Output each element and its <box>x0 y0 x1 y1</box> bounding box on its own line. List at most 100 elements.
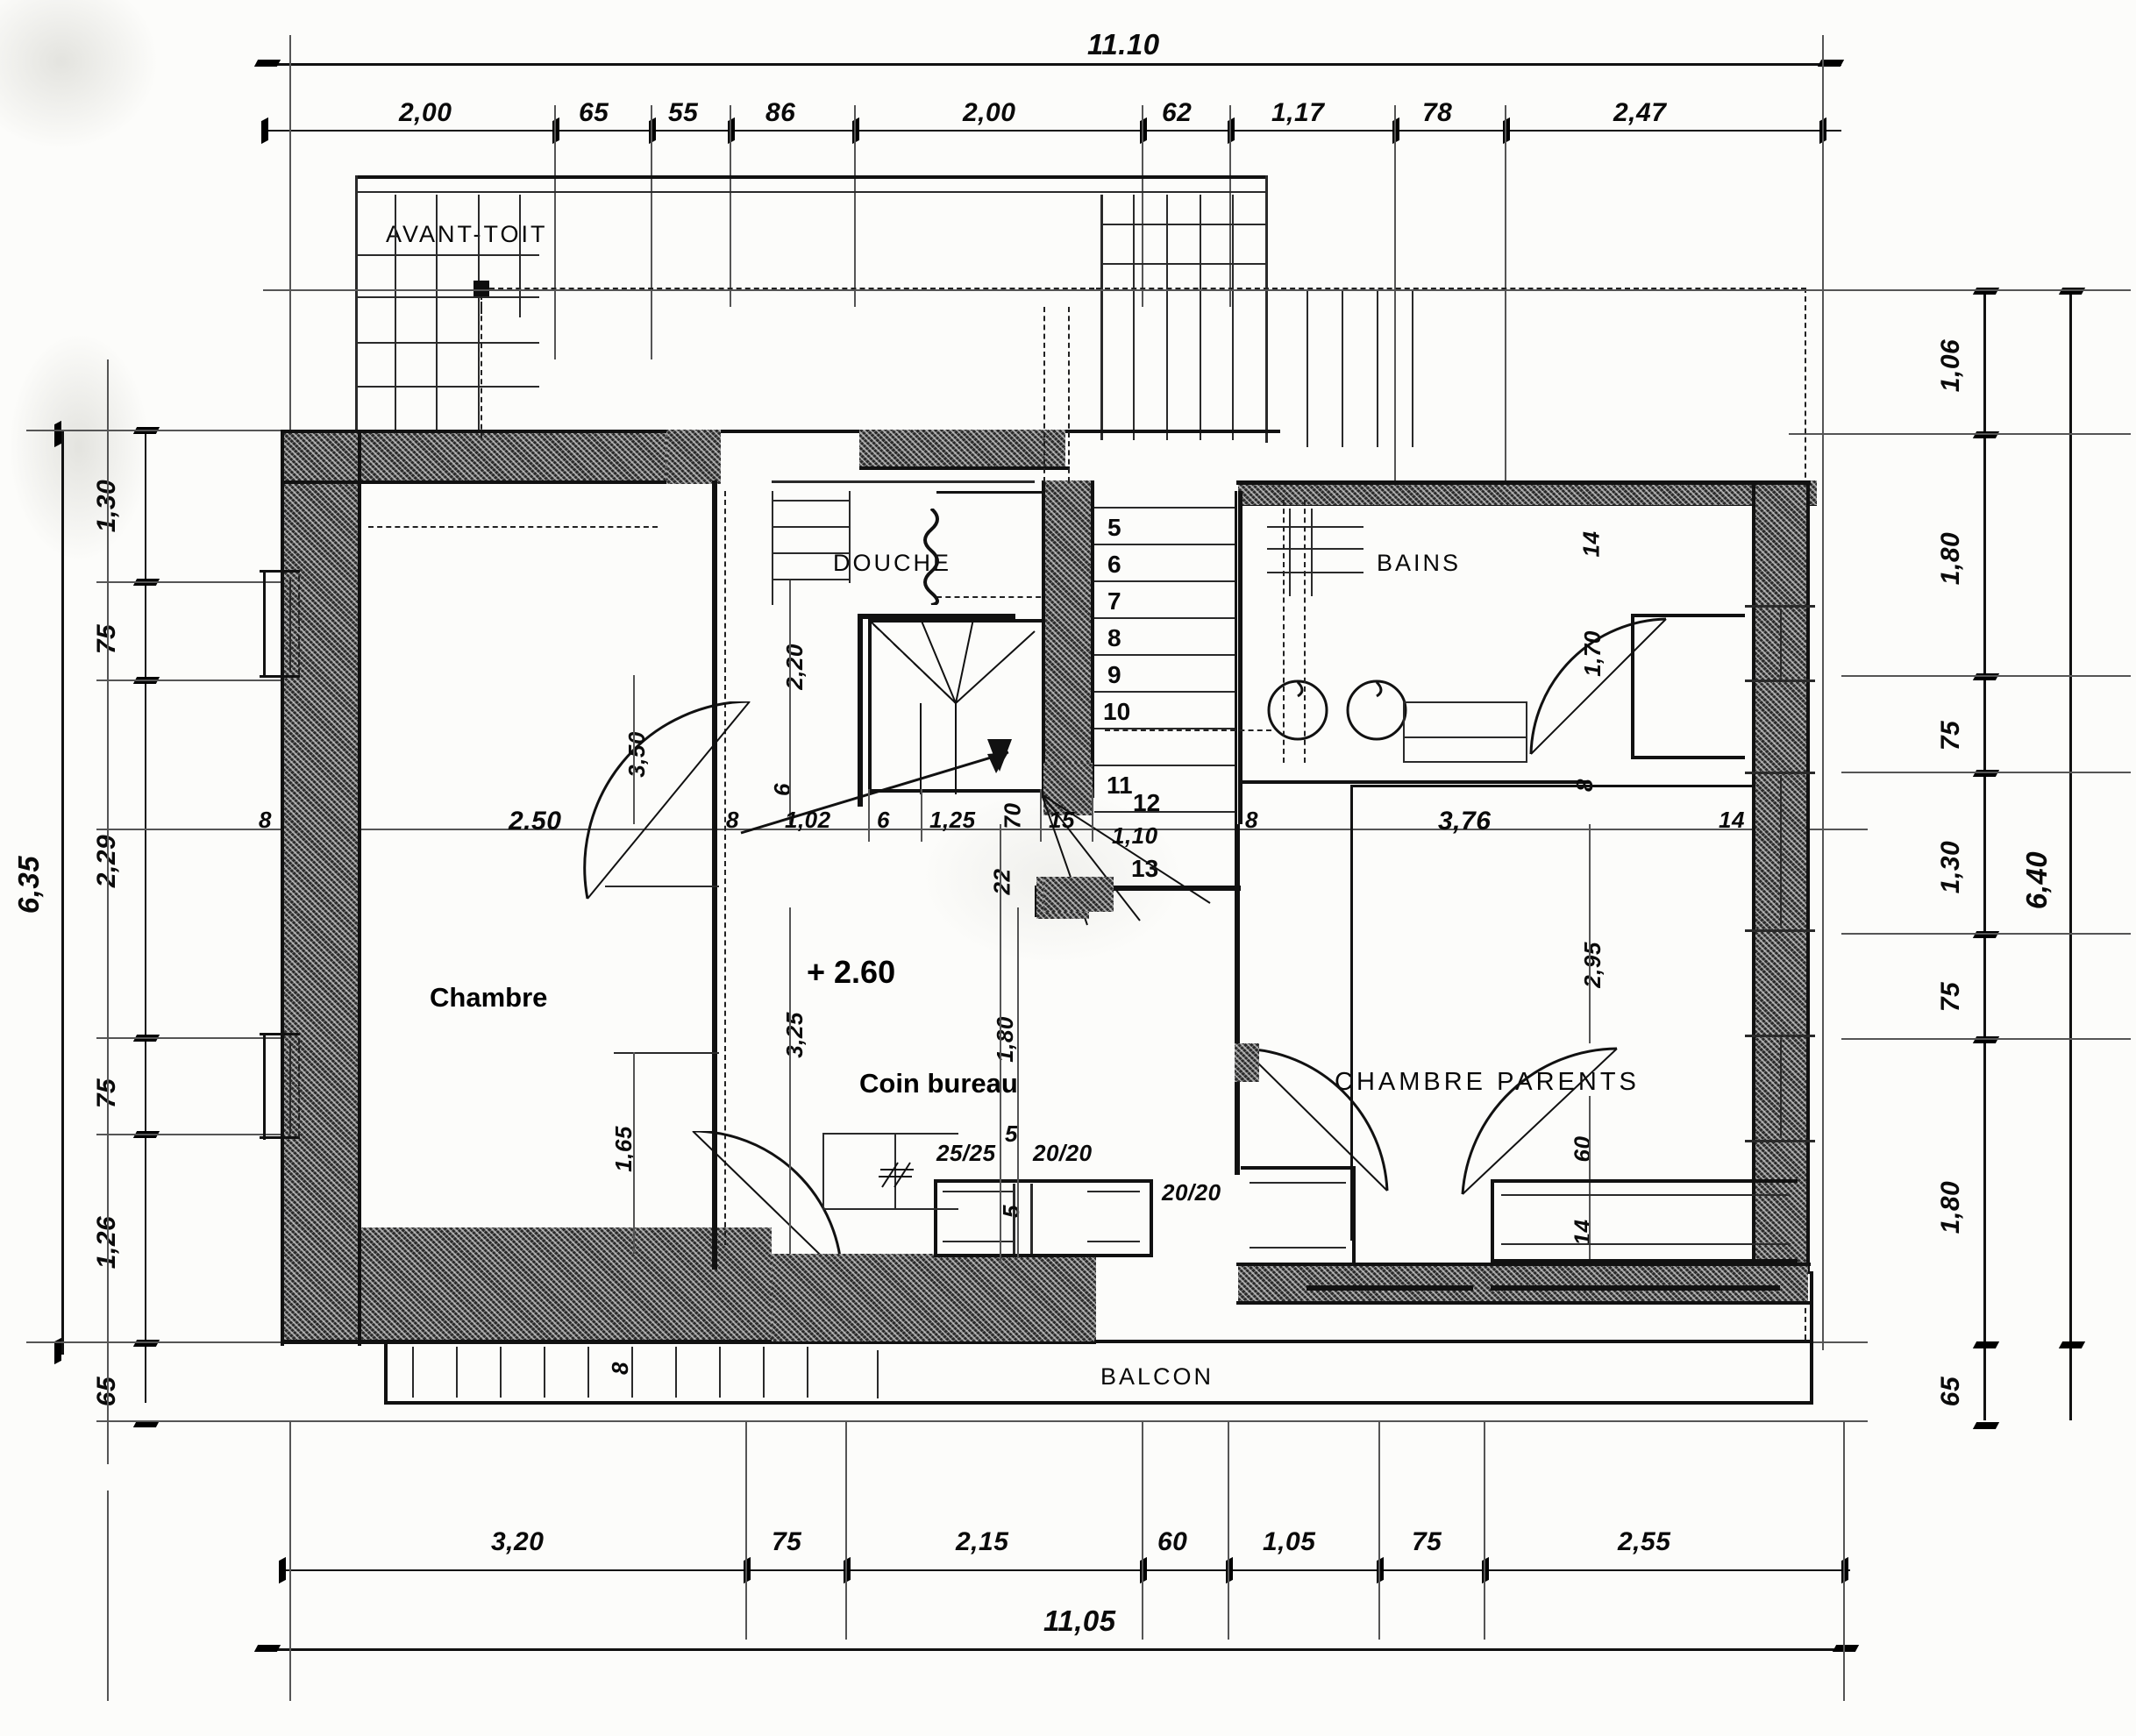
stair-wall-outline <box>1042 480 1045 798</box>
paper-stain <box>9 333 149 561</box>
interior-dim-2-50: 2.50 <box>509 807 562 836</box>
left-overall-dim: 6,35 <box>12 855 46 914</box>
opening-dim-25-25: 25/25 <box>936 1140 996 1166</box>
roof-batten <box>1412 289 1413 447</box>
axis-line <box>26 430 289 431</box>
top-chain-dim-8: 2,47 <box>1613 98 1667 127</box>
stair-run-right-edge <box>1235 491 1237 824</box>
douche-tray-top <box>936 491 1068 494</box>
axis-line <box>1789 289 2131 291</box>
roof-batten <box>355 342 539 344</box>
axis-line <box>1378 1420 1380 1640</box>
axis-line <box>96 1037 289 1039</box>
bottom-chain-dim-3: 60 <box>1157 1527 1188 1556</box>
interior-dim-15: 15 <box>1049 807 1075 833</box>
axis-line <box>1789 433 2131 435</box>
avant-toit-top-edge <box>355 175 1267 179</box>
bottom-chain-dim-0: 3,20 <box>491 1527 545 1556</box>
opening-sill <box>943 1241 1013 1242</box>
right-overall-dim: 6,40 <box>2020 850 2054 910</box>
dim-tick <box>1832 1645 1860 1652</box>
exterior-wall-bottom-left <box>281 1227 772 1341</box>
vanity-counter <box>1403 761 1526 763</box>
right-chain-dim-6: 65 <box>1936 1376 1966 1407</box>
roof-batten <box>355 386 539 388</box>
room-label-bains: BAINS <box>1377 550 1462 576</box>
axis-line <box>854 105 856 307</box>
dim-extension <box>1589 824 1591 1043</box>
interior-dim-1-70: 1,70 <box>1578 630 1606 677</box>
right-chain-dim-4: 75 <box>1936 981 1966 1013</box>
balcony-hatch <box>631 1347 633 1398</box>
vanity-counter <box>1403 701 1526 703</box>
opening-mullion <box>1013 1184 1015 1254</box>
bains-partition-dashed <box>1105 729 1271 731</box>
desk-outline <box>822 1133 958 1135</box>
dim-extension <box>789 579 791 824</box>
roof-batten <box>519 195 521 317</box>
chambre-parents-left-line <box>1350 785 1353 1241</box>
desk-outline <box>822 1208 958 1210</box>
axis-line <box>1841 933 2131 935</box>
axis-line <box>845 1420 847 1640</box>
door-swing-chambre <box>583 701 751 900</box>
interior-dim-22: 22 <box>988 868 1015 895</box>
top-wall-pier <box>666 430 721 484</box>
axis-line <box>1229 105 1231 307</box>
roof-batten <box>1166 195 1168 440</box>
dim-tick <box>253 1645 281 1652</box>
vanity-counter <box>1526 701 1527 763</box>
balcony-slab-right <box>1810 1271 1813 1405</box>
dim-extension <box>789 907 791 1258</box>
window-right-sill <box>1745 929 1815 932</box>
dim-extension <box>633 1052 635 1254</box>
roof-corner-marker <box>473 281 489 296</box>
interior-dim-6-mid: 6 <box>877 807 890 833</box>
threshold-sill <box>1307 1285 1473 1291</box>
dim-extension <box>1040 789 1042 842</box>
bains-bottom-wall <box>1238 780 1589 784</box>
interior-dim-14-low: 14 <box>1569 1219 1596 1246</box>
parents-window-glass <box>1501 1194 1791 1196</box>
douche-partition <box>772 491 773 605</box>
interior-dim-3-50: 3,50 <box>623 731 650 778</box>
window-left-1-sill <box>260 570 300 573</box>
stair-direction-arrow-2 <box>987 739 1012 772</box>
window-left-glass <box>289 1042 291 1134</box>
axis-line <box>651 105 652 359</box>
opening-dim-5: 5 <box>1005 1121 1018 1147</box>
stair-winder-top <box>868 619 1043 623</box>
exterior-wall-top-left <box>281 430 719 484</box>
balcony-slab-bottom <box>384 1401 1813 1405</box>
balcony-door-glass <box>1250 1182 1346 1184</box>
axis-line <box>1505 105 1506 491</box>
bathtub-edge <box>1267 526 1363 528</box>
top-chain-dim-line <box>263 130 1841 132</box>
top-overall-dim-line <box>263 63 1841 66</box>
douche-plumbing-icon <box>923 509 939 605</box>
balcony-hatch <box>544 1347 545 1398</box>
opening-frame <box>1150 1179 1153 1256</box>
bains-left-wall <box>1238 491 1242 824</box>
dim-extension <box>1017 907 1019 1258</box>
wall-outline <box>281 1340 1096 1344</box>
balcony-door-frame <box>1241 1166 1355 1170</box>
wall-outline <box>859 466 1070 470</box>
axis-line <box>96 1420 1868 1422</box>
axis-line <box>96 679 289 681</box>
right-chain-dim-0: 1,06 <box>1936 338 1966 393</box>
right-overall-dim-line <box>2069 289 2072 1420</box>
bains-right-fixture <box>1631 614 1634 758</box>
top-chain-dim-1: 65 <box>579 98 609 127</box>
opening-sill <box>943 1191 1013 1192</box>
chambre-right-wall <box>712 480 717 1270</box>
stair-winder-treads <box>868 619 1036 794</box>
construction-line-dashed <box>1043 307 1045 482</box>
interior-dim-3-76: 3,76 <box>1438 807 1492 836</box>
left-chain-dim-line <box>145 430 146 1403</box>
interior-dim-2-20: 2,20 <box>780 644 808 690</box>
balcony-slab-top <box>1094 1340 1813 1343</box>
dim-tick <box>1972 1341 2000 1348</box>
roof-batten <box>436 195 438 430</box>
